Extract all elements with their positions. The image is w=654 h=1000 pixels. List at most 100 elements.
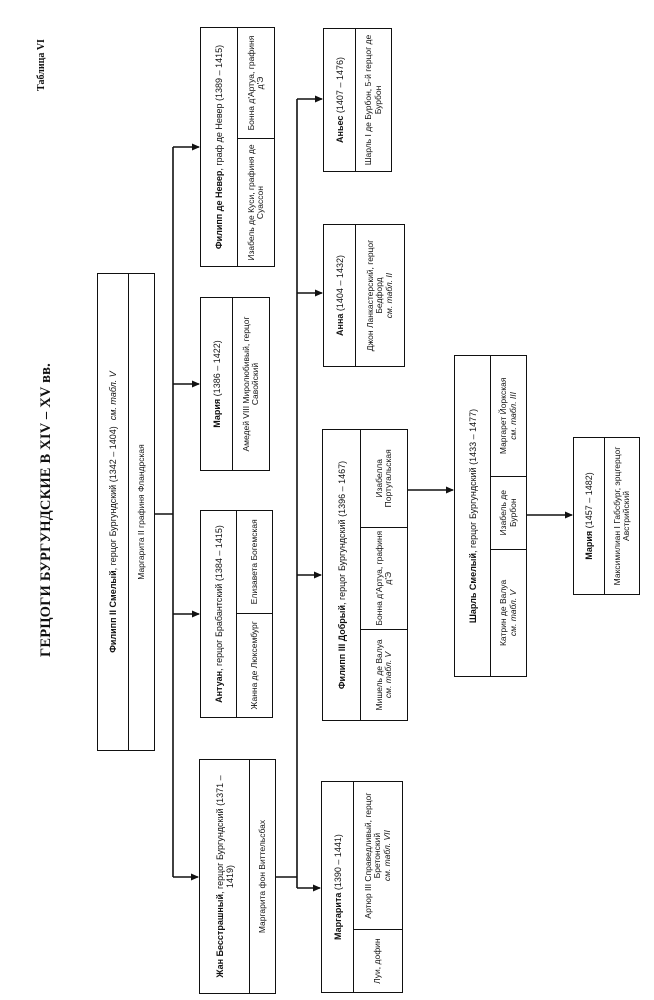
person-name: Филипп де Невер xyxy=(214,170,224,250)
spouses-row: Изабель де Куси, графиня де Суассон Бонна… xyxy=(238,28,274,266)
person-name: Антуан xyxy=(213,670,224,703)
table-reference: см. табл. II xyxy=(383,272,394,319)
spouse-cell: Маргарита фон Виттельсбах xyxy=(250,760,275,993)
person-dates: (1396 – 1467) xyxy=(336,460,347,517)
spouse-name: Артюр III Справедливый, герцог Бретонски… xyxy=(362,792,383,919)
spouse-cell: Луи, дофин xyxy=(354,930,402,992)
person-name: Маргарита xyxy=(332,892,343,940)
spouse-cell: Изабель де Куси, графиня де Суассон xyxy=(238,139,274,266)
spouse-name: Бонна д'Артуа, графиня д'Э xyxy=(373,530,394,626)
person-box: Филипп II Смелый, герцог Бургундский (13… xyxy=(97,273,155,751)
person-name: Анна xyxy=(334,313,345,336)
spouse-name: Изабель де Куси, графиня де Суассон xyxy=(245,144,266,261)
spouse-cell: Жанна де Люксембург xyxy=(237,614,272,717)
person-header: Антуан, герцог Брабантский (1384 – 1415) xyxy=(201,511,237,717)
spouse-cell: Изабель де Бурбон xyxy=(491,476,526,550)
person-dates: (1433 – 1477) xyxy=(467,408,478,465)
person-name: Филипп II Смелый xyxy=(108,570,118,653)
table-reference: см. табл. V xyxy=(507,589,518,637)
person-dates: (1386 – 1422) xyxy=(211,340,222,397)
person-header: Филипп де Невер, граф де Невер (1389 – 1… xyxy=(201,28,238,266)
spouse-cell: Бонна д'Артуа, графиня д'Э xyxy=(361,527,407,630)
spouses-row: Шарль I де Бурбон, 5-й герцог де Бурбон xyxy=(356,29,391,171)
person-title: , герцог Брабантский xyxy=(213,583,224,671)
person-header: Филипп II Смелый, герцог Бургундский (13… xyxy=(98,274,129,750)
person-heading: Анна (1404 – 1432) xyxy=(335,255,345,336)
person-heading: Филипп де Невер, граф де Невер (1389 – 1… xyxy=(214,45,224,249)
person-header: Анна (1404 – 1432) xyxy=(324,225,356,366)
person-header: Жан Бесстрашный, герцог Бургундский (137… xyxy=(200,760,250,993)
person-heading: Мария (1457 – 1482) xyxy=(584,472,594,559)
person-box: Мария (1457 – 1482) Максимилиан I Габсбур… xyxy=(573,437,640,595)
person-heading: Аньес (1407 – 1476) xyxy=(335,57,345,143)
person-box: Аньес (1407 – 1476) Шарль I де Бурбон, 5-… xyxy=(323,28,392,172)
spouse-cell: Максимилиан I Габсбург, эрцгерцог Австри… xyxy=(605,438,639,594)
spouse-cell: Амедей VIII Миролюбивый, герцог Савойски… xyxy=(233,298,269,470)
spouse-name: Елизавета Богемская xyxy=(248,519,259,605)
person-dates: (1389 – 1415) xyxy=(214,44,224,101)
spouses-row: Жанна де Люксембург Елизавета Богемская xyxy=(237,511,272,717)
table-reference: см. табл. III xyxy=(507,391,518,440)
person-header: Филипп III Добрый, герцог Бургундский (1… xyxy=(323,430,361,720)
person-title: , герцог Бургундский xyxy=(467,467,478,553)
person-header: Мария (1457 – 1482) xyxy=(574,438,605,594)
person-dates: (1457 – 1482) xyxy=(584,472,594,529)
person-name: Филипп III Добрый xyxy=(336,605,347,690)
table-reference: см. табл. VII xyxy=(381,830,392,882)
person-heading: Шарль Смелый, герцог Бургундский (1433 –… xyxy=(468,409,478,623)
person-heading: Филипп III Добрый, герцог Бургундский (1… xyxy=(337,461,347,689)
spouses-row: Амедей VIII Миролюбивый, герцог Савойски… xyxy=(233,298,269,470)
person-title: , герцог Бургундский xyxy=(214,808,225,894)
spouses-row: Максимилиан I Габсбург, эрцгерцог Австри… xyxy=(605,438,639,594)
person-dates: (1390 – 1441) xyxy=(332,834,343,891)
person-box: Шарль Смелый, герцог Бургундский (1433 –… xyxy=(454,355,527,677)
person-box: Жан Бесстрашный, герцог Бургундский (137… xyxy=(199,759,276,994)
person-dates: (1404 – 1432) xyxy=(334,255,345,312)
person-box: Антуан, герцог Брабантский (1384 – 1415)… xyxy=(200,510,273,718)
person-name: Жан Бесстрашный xyxy=(214,894,225,978)
spouse-name: Луи, дофин xyxy=(372,938,383,984)
spouse-name: Джон Ланкастерский, герцог Бедфорд xyxy=(364,239,385,352)
person-header: Аньес (1407 – 1476) xyxy=(324,29,356,171)
person-heading: Жан Бесстрашный, герцог Бургундский (137… xyxy=(215,764,235,989)
spouse-cell: Елизавета Богемская xyxy=(237,511,272,614)
spouse-cell: Шарль I де Бурбон, 5-й герцог де Бурбон xyxy=(356,29,391,171)
spouse-name: Жанна де Люксембург xyxy=(248,621,259,710)
spouse-name: Максимилиан I Габсбург, эрцгерцог Австри… xyxy=(611,446,632,586)
spouse-cell: Артюр III Справедливый, герцог Бретонски… xyxy=(354,782,402,931)
person-heading: Маргарита (1390 – 1441) xyxy=(333,834,343,940)
spouse-name: Маргарита фон Виттельсбах xyxy=(256,819,267,934)
spouse-name: Маргарита II графиня Фландрская xyxy=(135,444,146,580)
person-heading: Антуан, герцог Брабантский (1384 – 1415) xyxy=(214,525,224,703)
person-title: , граф де Невер xyxy=(214,103,224,171)
person-title: , герцог Бургундский xyxy=(336,519,347,605)
person-name: Аньес xyxy=(334,115,345,143)
spouse-name: Амедей VIII Миролюбивый, герцог Савойски… xyxy=(240,316,261,452)
person-box: Маргарита (1390 – 1441) Луи, дофин Артюр I… xyxy=(321,781,403,993)
person-heading: Мария (1386 – 1422) xyxy=(212,340,222,427)
spouse-name: Изабель де Бурбон xyxy=(498,490,518,536)
person-box: Филипп де Невер, граф де Невер (1389 – 1… xyxy=(200,27,275,267)
person-name: Мария xyxy=(211,398,222,428)
person-heading: Филипп II Смелый, герцог Бургундский (13… xyxy=(108,371,118,653)
spouses-row: Маргарита фон Виттельсбах xyxy=(250,760,275,993)
spouse-name: Шарль I де Бурбон, 5-й герцог де Бурбон xyxy=(363,34,383,166)
spouse-cell: Маргарита II графиня Фландрская xyxy=(129,274,154,750)
spouse-name: Бонна д'Артуа, графиня д'Э xyxy=(245,35,266,131)
spouses-row: Маргарита II графиня Фландрская xyxy=(129,274,154,750)
person-header: Маргарита (1390 – 1441) xyxy=(322,782,354,992)
person-name: Шарль Смелый xyxy=(467,552,478,624)
table-reference: см. табл. V xyxy=(383,651,393,699)
person-dates: (1342 – 1404) xyxy=(108,426,118,483)
spouse-name: Изабелла Португальская xyxy=(373,449,394,508)
person-name: Мария xyxy=(584,530,594,560)
